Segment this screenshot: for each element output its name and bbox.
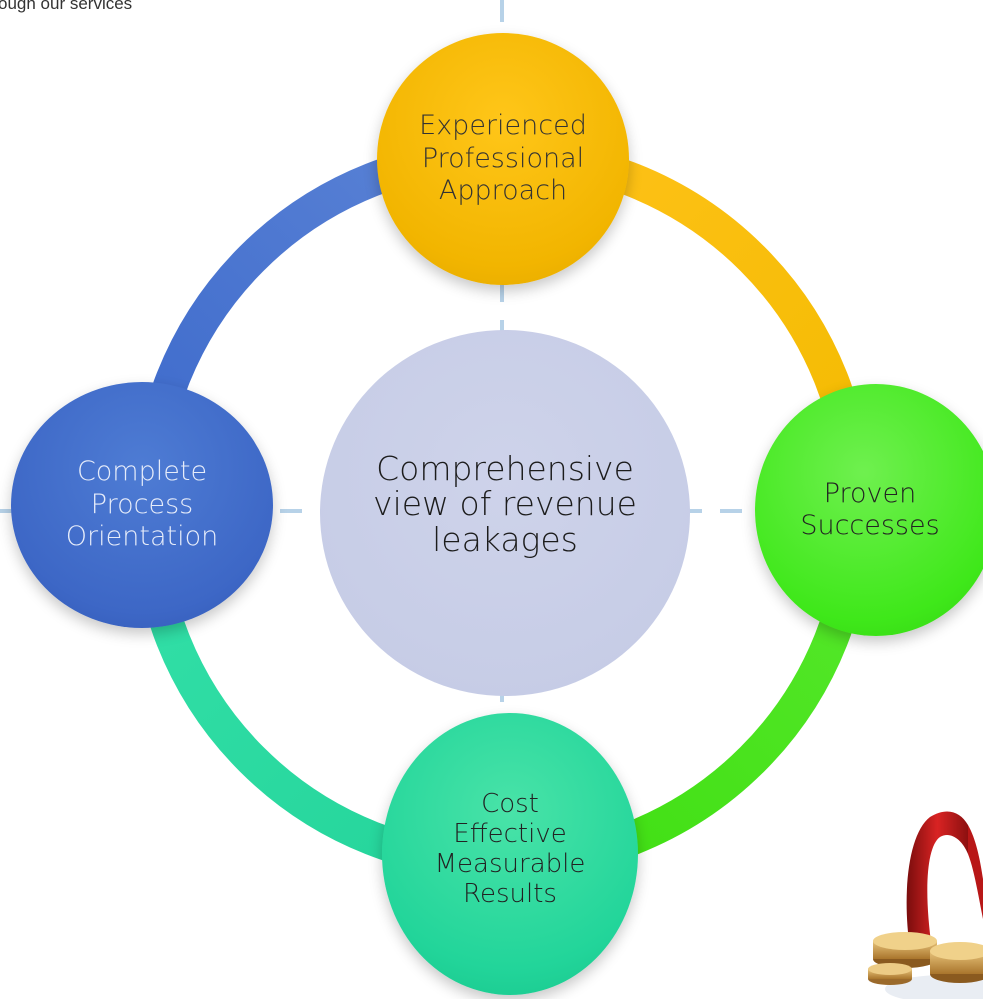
ribbon-coins-icon <box>868 811 983 999</box>
center-circle: Comprehensive view of revenue leakages <box>320 330 690 696</box>
node-experienced-professional-approach: Experienced Professional Approach <box>377 33 629 285</box>
header-partial-text: ough our services <box>0 0 133 13</box>
node-top-label: Experienced Professional Approach <box>419 110 587 207</box>
node-bottom-label: Cost Effective Measurable Results <box>434 789 586 909</box>
node-left-label: Complete Process Orientation <box>65 456 219 553</box>
node-cost-effective-measurable-results: Cost Effective Measurable Results <box>382 713 638 995</box>
node-complete-process-orientation: Complete Process Orientation <box>11 382 273 628</box>
node-proven-successes: Proven Successes <box>755 384 983 636</box>
center-label: Comprehensive view of revenue leakages <box>373 449 637 559</box>
node-right-label: Proven Successes <box>800 477 940 541</box>
